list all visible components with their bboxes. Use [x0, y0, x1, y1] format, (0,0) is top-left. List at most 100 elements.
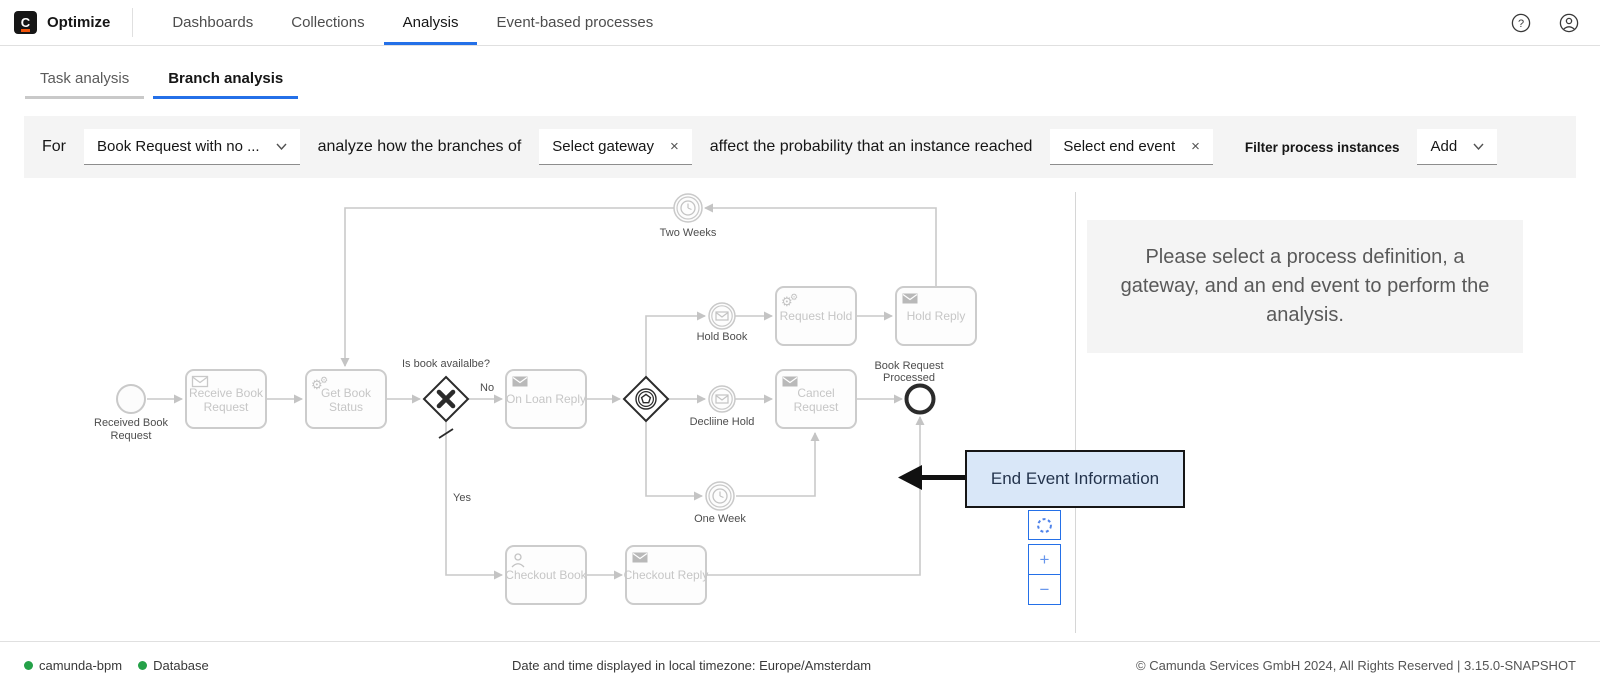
- send-message-icon: [632, 552, 648, 563]
- sequence-flows: [147, 203, 937, 580]
- branch-analysis-controls: For Book Request with no ... analyze how…: [24, 116, 1576, 178]
- tooltip-arrow: [898, 465, 966, 490]
- message-icon: [715, 394, 729, 404]
- product-name: Optimize: [47, 14, 111, 31]
- header-divider: [132, 8, 134, 37]
- svg-text:Request: Request: [111, 430, 152, 442]
- tab-task-analysis[interactable]: Task analysis: [25, 70, 145, 99]
- zoom-in-button[interactable]: +: [1028, 544, 1061, 575]
- svg-text:⚙: ⚙: [781, 294, 793, 309]
- svg-text:Request Hold: Request Hold: [780, 309, 853, 323]
- flow-label-no: No: [480, 382, 494, 394]
- svg-text:Request: Request: [794, 400, 839, 414]
- analysis-placeholder-message: Please select a process definition, a ga…: [1120, 246, 1490, 326]
- bpmn-timer-one-week: One Week: [694, 481, 746, 525]
- bpmn-task-hold-reply: Hold Reply: [895, 286, 977, 346]
- gateway-select[interactable]: Select gateway ×: [539, 129, 692, 165]
- branches-text: analyze how the branches of: [317, 138, 522, 155]
- help-icon: ?: [1511, 13, 1531, 32]
- svg-text:Book Request: Book Request: [874, 360, 943, 372]
- bpmn-task-request-hold: ⚙ ⚙ Request Hold: [775, 286, 857, 346]
- add-filter-dropdown[interactable]: Add: [1417, 129, 1498, 165]
- for-label: For: [42, 138, 66, 155]
- app-footer: camunda-bpm Database Date and time displ…: [0, 641, 1600, 688]
- bpmn-start-event-received-book-request: Received Book Request: [94, 384, 168, 442]
- svg-text:Status: Status: [329, 400, 363, 414]
- copyright: © Camunda Services GmbH 2024, All Rights…: [1136, 657, 1576, 673]
- connection-status-camunda-bpm: camunda-bpm: [24, 658, 122, 673]
- service-gears-icon: ⚙ ⚙: [781, 292, 798, 309]
- user-button[interactable]: [1554, 8, 1584, 38]
- svg-text:Hold Book: Hold Book: [697, 331, 748, 343]
- diagram-reset-icon: [1037, 517, 1052, 533]
- header-actions: ?: [1506, 0, 1584, 45]
- bpmn-event-hold-book: Hold Book: [697, 302, 748, 343]
- nav-item-event-based-processes[interactable]: Event-based processes: [496, 14, 654, 31]
- process-definition-select[interactable]: Book Request with no ...: [84, 129, 300, 165]
- main-content: Received Book Request Receive Book Reque…: [0, 178, 1600, 641]
- message-icon: [191, 375, 209, 388]
- bpmn-task-get-book-status: ⚙ ⚙ Get Book Status: [305, 369, 387, 429]
- brand: C Optimize: [14, 0, 132, 45]
- clear-gateway-icon[interactable]: ×: [670, 138, 679, 155]
- reset-zoom-button[interactable]: [1028, 510, 1061, 540]
- end-event-select[interactable]: Select end event ×: [1050, 129, 1213, 165]
- send-message-icon: [902, 293, 918, 304]
- app-header: C Optimize Dashboards Collections Analys…: [0, 0, 1600, 46]
- add-filter-label: Add: [1430, 138, 1458, 155]
- analysis-placeholder: Please select a process definition, a ga…: [1087, 220, 1523, 353]
- flow-label-yes: Yes: [453, 492, 471, 504]
- chevron-down-icon: [1473, 143, 1484, 150]
- bpmn-end-event-book-request-processed[interactable]: Book Request Processed: [874, 360, 944, 415]
- bpmn-event-based-gateway[interactable]: [622, 375, 670, 423]
- bpmn-gateway-is-book-available[interactable]: Is book availalbe?: [402, 358, 490, 423]
- zoom-out-button[interactable]: −: [1028, 574, 1061, 605]
- help-button[interactable]: ?: [1506, 8, 1536, 38]
- svg-text:On Loan Reply: On Loan Reply: [506, 392, 586, 406]
- message-icon: [715, 311, 729, 321]
- svg-text:⚙: ⚙: [320, 375, 328, 385]
- user-icon: [511, 553, 525, 568]
- svg-text:⚙: ⚙: [790, 292, 798, 302]
- default-flow-marker: [438, 428, 454, 439]
- svg-text:Received Book: Received Book: [94, 417, 168, 429]
- svg-text:One Week: One Week: [694, 513, 746, 525]
- main-nav: Dashboards Collections Analysis Event-ba…: [153, 0, 672, 45]
- filter-instances-label: Filter process instances: [1244, 139, 1400, 155]
- chevron-down-icon: [276, 143, 287, 150]
- svg-text:Get Book: Get Book: [321, 386, 372, 400]
- nav-item-analysis[interactable]: Analysis: [383, 0, 478, 45]
- analysis-tabs: Task analysis Branch analysis: [25, 70, 1600, 99]
- connection-label: camunda-bpm: [39, 657, 123, 673]
- process-definition-value: Book Request with no ...: [97, 138, 260, 155]
- nav-item-collections[interactable]: Collections: [291, 14, 365, 31]
- svg-text:Is book availalbe?: Is book availalbe?: [402, 358, 490, 370]
- connection-status-database: Database: [138, 658, 209, 673]
- tooltip-text: End Event Information: [990, 469, 1160, 488]
- bpmn-task-checkout-book: Checkout Book: [505, 545, 588, 605]
- status-dot-icon: [24, 660, 33, 670]
- bpmn-event-decline-hold: Decliine Hold: [690, 385, 755, 428]
- svg-text:⚙: ⚙: [311, 377, 323, 392]
- svg-text:Decliine Hold: Decliine Hold: [690, 416, 755, 428]
- end-event-info-tooltip: End Event Information: [965, 450, 1185, 508]
- tab-branch-analysis[interactable]: Branch analysis: [153, 70, 299, 99]
- service-gears-icon: ⚙ ⚙: [311, 375, 328, 392]
- bpmn-task-on-loan-reply: On Loan Reply: [505, 369, 587, 429]
- timezone-note: Date and time displayed in local timezon…: [512, 657, 872, 673]
- clear-end-event-icon[interactable]: ×: [1191, 138, 1200, 155]
- send-message-icon: [782, 376, 798, 387]
- svg-text:Checkout Book: Checkout Book: [505, 568, 587, 582]
- bpmn-task-checkout-reply: Checkout Reply: [624, 545, 708, 605]
- nav-item-dashboards[interactable]: Dashboards: [172, 14, 254, 31]
- analysis-result-panel: Please select a process definition, a ga…: [1075, 192, 1600, 633]
- user-icon: [1559, 13, 1579, 32]
- bpmn-diagram[interactable]: Received Book Request Receive Book Reque…: [0, 178, 1600, 641]
- svg-text:?: ?: [1518, 18, 1524, 30]
- svg-text:Receive Book: Receive Book: [189, 386, 264, 400]
- svg-text:Processed: Processed: [883, 372, 935, 384]
- minus-icon: −: [1039, 579, 1050, 599]
- camunda-logo: C: [14, 11, 37, 34]
- bpmn-task-cancel-request: Cancel Request: [775, 369, 857, 429]
- connection-label: Database: [153, 657, 209, 673]
